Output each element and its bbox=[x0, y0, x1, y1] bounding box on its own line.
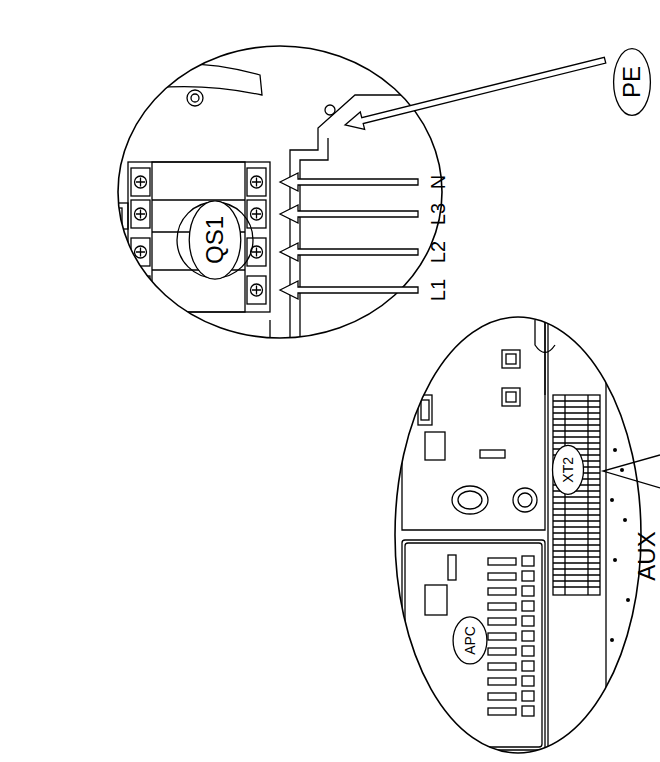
relay-connectors bbox=[488, 556, 534, 716]
terminal-label: L3 bbox=[428, 203, 448, 225]
callout-oval: XT2 bbox=[551, 445, 585, 495]
terminal-label: N bbox=[428, 175, 448, 189]
callout-oval: APC bbox=[452, 616, 489, 664]
oval-outline bbox=[189, 201, 241, 279]
callout-oval: QS1 bbox=[187, 200, 243, 280]
aux-arrow bbox=[603, 455, 660, 488]
magnifier-outline bbox=[118, 46, 442, 338]
terminal-screws bbox=[131, 168, 266, 304]
callout-text: XT2 bbox=[561, 457, 575, 483]
callout-text: PE bbox=[620, 66, 644, 98]
terminal-arrows bbox=[280, 51, 607, 299]
magnifier-outline bbox=[395, 317, 641, 753]
board-view bbox=[402, 310, 630, 750]
terminal-strip bbox=[553, 395, 600, 595]
oval-outline bbox=[453, 616, 487, 663]
callout-text: QS1 bbox=[203, 216, 227, 264]
callout-text: APC bbox=[463, 626, 477, 655]
terminal-label: L2 bbox=[428, 241, 448, 263]
callout-oval: PE bbox=[612, 48, 652, 116]
oval-outline bbox=[553, 446, 584, 495]
terminal-label: AUX bbox=[634, 531, 658, 580]
terminal-label: L1 bbox=[428, 279, 448, 301]
oval-outline bbox=[614, 49, 651, 116]
